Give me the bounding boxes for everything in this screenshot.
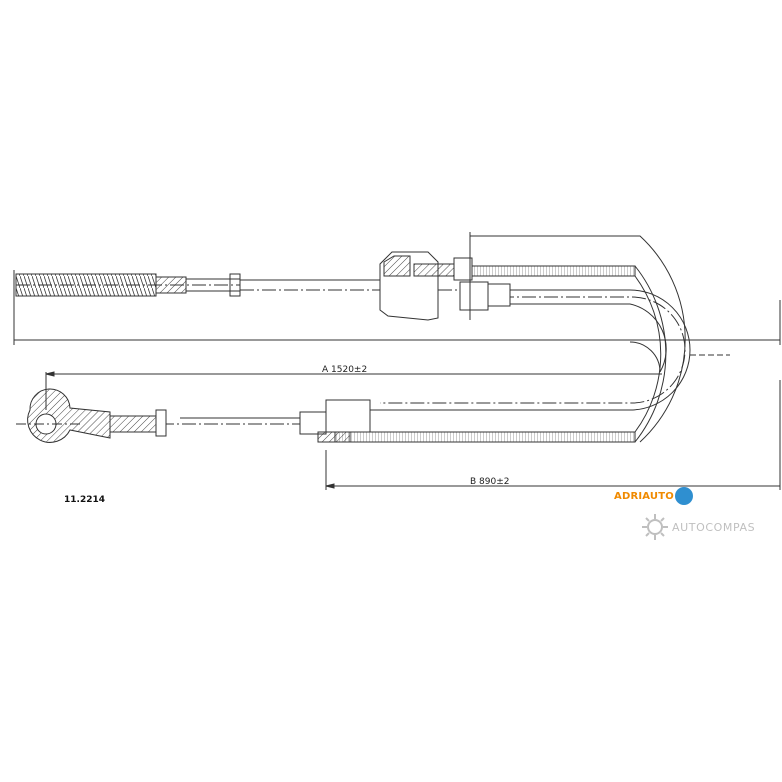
brand-name: ADRIAUTO bbox=[614, 490, 674, 502]
u-bend-outer-shell bbox=[480, 235, 686, 443]
watermark: AUTOCOMPAS bbox=[640, 512, 755, 542]
gear-icon bbox=[642, 514, 668, 540]
part-number: 11.2214 bbox=[64, 495, 105, 505]
upper-conduit bbox=[240, 265, 636, 291]
u-bend-inner-small bbox=[370, 289, 691, 411]
dimension-a-line bbox=[45, 371, 662, 410]
upper-fitting bbox=[379, 232, 511, 321]
brand-logo: ADRIAUTO bbox=[614, 487, 693, 505]
watermark-text: AUTOCOMPAS bbox=[672, 520, 756, 534]
lower-fitting bbox=[299, 399, 371, 490]
lower-conduit bbox=[160, 417, 636, 443]
dimension-b-label: B 890±2 bbox=[470, 477, 509, 487]
u-bend-inner bbox=[634, 275, 662, 433]
eye-end bbox=[16, 388, 167, 443]
u-bend-inner-small-2 bbox=[500, 303, 667, 373]
u-bend-centerline bbox=[380, 296, 686, 404]
dimension-b-line bbox=[325, 380, 781, 490]
brand-mark-icon bbox=[674, 487, 693, 505]
dimension-top-extent bbox=[13, 235, 781, 345]
threaded-rod-end bbox=[15, 273, 241, 297]
dimension-a-label: A 1520±2 bbox=[322, 365, 367, 375]
